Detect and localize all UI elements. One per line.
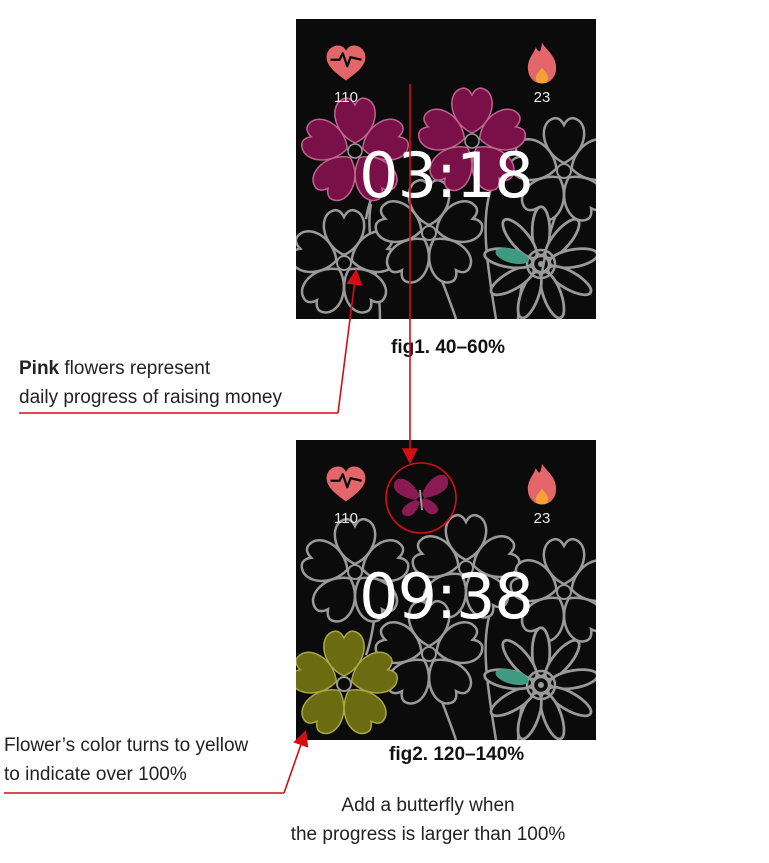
figure-1-caption: fig1. 40–60%	[391, 337, 506, 358]
heart-rate-value: 110	[334, 510, 358, 527]
watch-face-2: 110 23 09:38	[296, 440, 596, 740]
watch-face-1: 110 23 03:18	[296, 19, 596, 319]
butterfly-note: Add a butterfly when the progress is lar…	[268, 791, 588, 849]
butterfly-note-line-1: Add a butterfly when	[341, 795, 515, 816]
flower-art-2	[296, 474, 596, 740]
pink-word: Pink	[19, 358, 60, 379]
flame-icon	[527, 463, 557, 505]
flower-art-1	[296, 19, 596, 319]
flame-icon	[527, 42, 557, 84]
yellow-note-line-1: Flower’s color turns to yellow	[4, 735, 249, 756]
butterfly-icon	[393, 474, 449, 517]
time-display: 09:38	[359, 560, 534, 633]
pink-flowers-note: Pink flowers represent daily progress of…	[19, 354, 282, 412]
heart-rate-icon	[325, 465, 367, 503]
figure-2-caption: fig2. 120–140%	[389, 744, 525, 765]
pink-note-rest: flowers represent	[59, 358, 211, 379]
butterfly-note-line-2: the progress is larger than 100%	[290, 824, 566, 845]
calories-value: 23	[533, 510, 551, 527]
heart-rate-value: 110	[334, 89, 358, 106]
heart-rate-icon	[325, 44, 367, 82]
calories-value: 23	[533, 89, 551, 106]
yellow-note-arrow	[283, 729, 309, 794]
yellow-note-line-2: to indicate over 100%	[4, 764, 187, 785]
yellow-flower-note: Flower’s color turns to yellow to indica…	[4, 731, 248, 789]
pink-note-line-2: daily progress of raising money	[19, 387, 282, 408]
time-display: 03:18	[359, 139, 534, 212]
